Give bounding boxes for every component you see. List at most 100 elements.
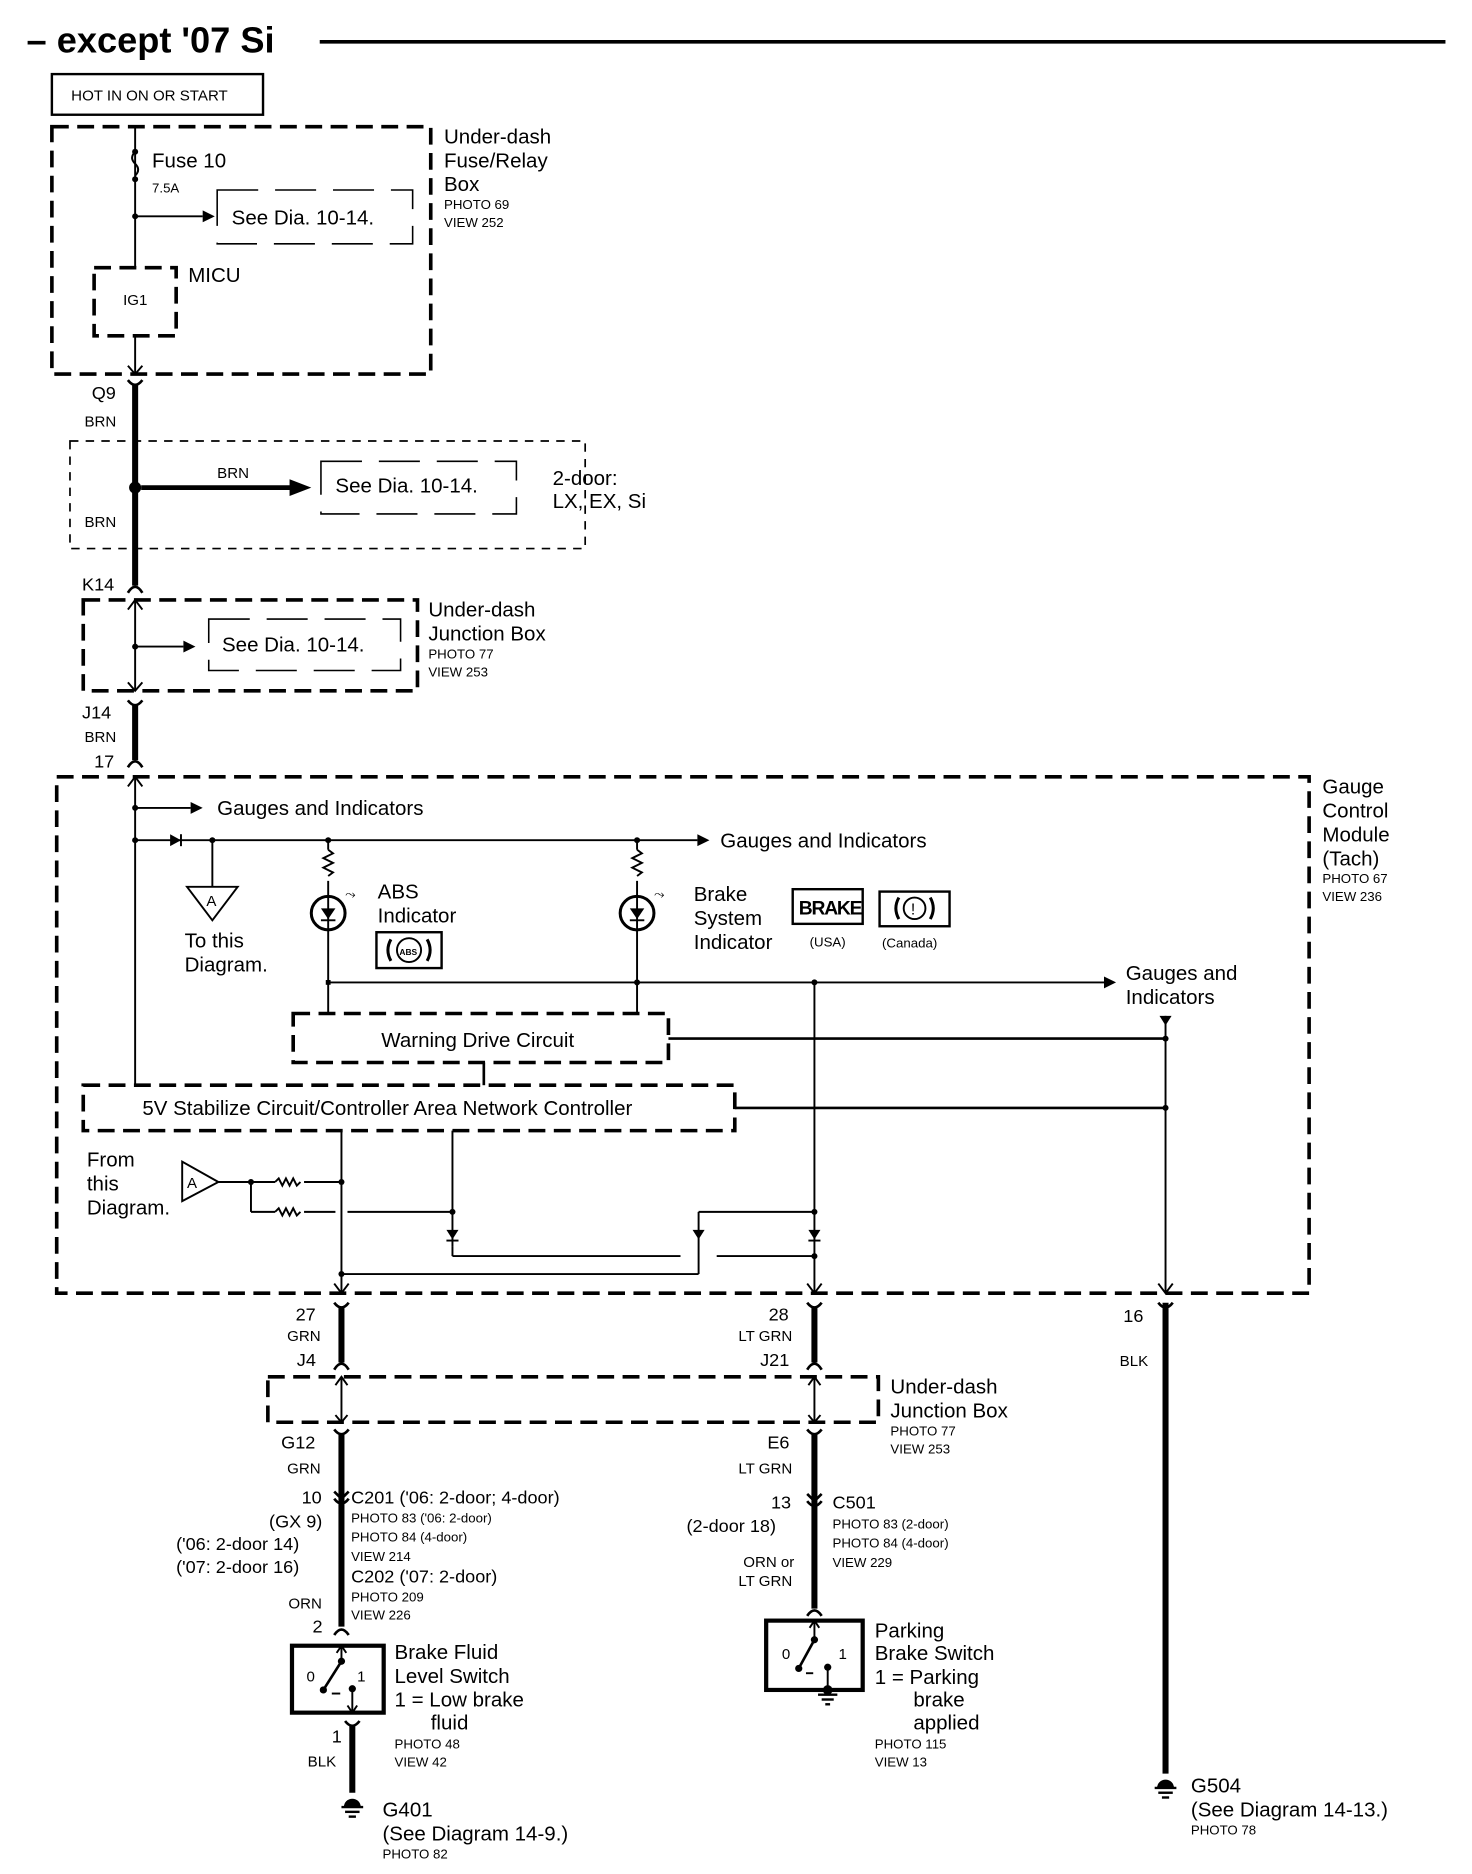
- svg-text:BLK: BLK: [1120, 1353, 1148, 1370]
- svg-text:Under-dash: Under-dash: [890, 1377, 997, 1399]
- svg-text:Level Switch: Level Switch: [395, 1666, 510, 1688]
- fuse-icon: [131, 151, 140, 177]
- junction-box-lower: Under-dash Junction Box PHOTO 77 VIEW 25…: [266, 1375, 1008, 1456]
- brake-fluid-level-switch: [289, 1643, 386, 1715]
- brake-canada-symbol-box: [878, 890, 951, 928]
- svg-text:!: !: [911, 901, 915, 918]
- svg-text:BRN: BRN: [84, 514, 116, 531]
- off-page-connector-icon: [181, 1160, 221, 1203]
- gauges-indicators-link-1: Gauges and Indicators: [217, 798, 423, 820]
- svg-text:(See Diagram 14-13.): (See Diagram 14-13.): [1191, 1800, 1388, 1822]
- svg-text:VIEW 253: VIEW 253: [890, 1441, 950, 1456]
- light-emission-icon: ⤳: [345, 887, 356, 902]
- svg-text:(USA): (USA): [810, 935, 846, 950]
- svg-text:Module: Module: [1322, 824, 1389, 846]
- splice-dot: [129, 481, 142, 494]
- variant-region: [69, 440, 587, 550]
- svg-text:BRN: BRN: [84, 414, 116, 431]
- svg-text:Gauges and: Gauges and: [1126, 963, 1238, 985]
- svg-text:VIEW 236: VIEW 236: [1322, 889, 1382, 904]
- svg-text:('06: 2-door 14): ('06: 2-door 14): [176, 1534, 299, 1554]
- svg-text:BRN: BRN: [217, 465, 249, 482]
- svg-text:VIEW 13: VIEW 13: [875, 1754, 927, 1769]
- svg-text:Under-dash: Under-dash: [444, 126, 551, 148]
- svg-text:ORN or: ORN or: [743, 1554, 794, 1571]
- svg-text:Indicator: Indicator: [694, 932, 773, 954]
- ground-icon: [818, 1685, 838, 1706]
- see-ref-link[interactable]: See Dia. 10-14.: [222, 634, 364, 656]
- svg-text:BRN: BRN: [84, 729, 116, 746]
- title-text: – except '07 Si: [27, 20, 275, 61]
- svg-text:Brake Switch: Brake Switch: [875, 1643, 995, 1665]
- ground-icon: [1154, 1779, 1177, 1799]
- section-title: – except '07 Si: [27, 20, 1446, 61]
- svg-text:1 = Low brake: 1 = Low brake: [395, 1690, 524, 1712]
- power-source-label: HOT IN ON OR START: [50, 72, 265, 116]
- svg-text:(Canada): (Canada): [882, 936, 937, 951]
- svg-text:PHOTO 115: PHOTO 115: [875, 1737, 947, 1752]
- harness-lt-grn: LT GRN J21: [738, 1301, 823, 1371]
- svg-text:(Tach): (Tach): [1322, 848, 1379, 870]
- svg-text:Diagram.: Diagram.: [87, 1197, 170, 1219]
- connector-icon: [126, 379, 144, 387]
- module-output-pins: 27 28 16: [296, 1305, 1144, 1326]
- resistor-icon: [274, 1206, 302, 1218]
- svg-text:Brake: Brake: [694, 884, 748, 906]
- svg-text:System: System: [694, 908, 762, 930]
- svg-text:(See Diagram 14-9.): (See Diagram 14-9.): [382, 1824, 568, 1846]
- svg-text:A: A: [187, 1175, 197, 1192]
- svg-text:this: this: [87, 1173, 119, 1195]
- svg-text:LX, EX, Si: LX, EX, Si: [553, 491, 646, 513]
- svg-text:Box: Box: [444, 174, 479, 196]
- svg-text:1: 1: [839, 1646, 847, 1663]
- fuse-rating: 7.5A: [152, 180, 179, 195]
- svg-text:Control: Control: [1322, 801, 1388, 823]
- brake-fluid-circuit: G12 GRN 10 C201 ('06: 2-door; 4-door) (G…: [176, 1428, 568, 1862]
- warning-drive-circuit: Warning Drive Circuit: [381, 1030, 574, 1052]
- brake-warning-icon: [902, 896, 927, 921]
- connector-j21: J21: [760, 1350, 789, 1370]
- svg-text:0: 0: [306, 1669, 314, 1686]
- svg-text:PHOTO 84 (4-door): PHOTO 84 (4-door): [351, 1530, 467, 1545]
- see-ref-link[interactable]: See Dia. 10-14.: [232, 208, 374, 230]
- see-ref-link[interactable]: See Dia. 10-14.: [335, 475, 477, 497]
- abs-symbol-box: [375, 931, 443, 970]
- can-controller: 5V Stabilize Circuit/Controller Area Net…: [142, 1098, 632, 1120]
- diode-icon: [692, 1229, 705, 1240]
- svg-text:PHOTO 82: PHOTO 82: [382, 1847, 447, 1862]
- svg-text:Fuse/Relay: Fuse/Relay: [444, 150, 548, 172]
- svg-text:PHOTO 77: PHOTO 77: [428, 647, 493, 662]
- svg-text:Under-dash: Under-dash: [428, 600, 535, 622]
- svg-text:VIEW 252: VIEW 252: [444, 215, 504, 230]
- ground-g504: G504: [1191, 1776, 1241, 1798]
- connector-j4: J4: [297, 1350, 316, 1370]
- connector-g12: G12: [281, 1433, 315, 1453]
- upper-harness: Q9 BRN BRN See Dia. 10-14. BRN 2-door: L…: [69, 379, 646, 594]
- svg-text:1: 1: [332, 1727, 342, 1747]
- svg-text:fluid: fluid: [431, 1712, 469, 1734]
- svg-text:PHOTO 48: PHOTO 48: [395, 1737, 460, 1752]
- svg-text:PHOTO 83 (2-door): PHOTO 83 (2-door): [833, 1517, 949, 1532]
- ground-g401: G401: [382, 1800, 432, 1822]
- svg-text:VIEW 229: VIEW 229: [833, 1555, 893, 1570]
- svg-text:Indicator: Indicator: [378, 906, 457, 928]
- svg-text:PHOTO 209: PHOTO 209: [351, 1590, 424, 1605]
- svg-text:2-door:: 2-door:: [553, 468, 618, 490]
- arrow-icon: [202, 210, 215, 223]
- fuse-name: Fuse 10: [152, 150, 226, 172]
- resistor-icon: [630, 848, 645, 877]
- fuse-relay-box: Fuse 10 7.5A See Dia. 10-14. Under-dash …: [50, 124, 551, 376]
- off-page-connector-icon: [185, 885, 240, 922]
- svg-text:13: 13: [771, 1492, 791, 1512]
- svg-text:27: 27: [296, 1305, 316, 1325]
- gauge-control-module: Gauge Control Module (Tach) PHOTO 67 VIE…: [54, 775, 1390, 1295]
- arrow-icon: [289, 479, 312, 496]
- light-emission-icon: ⤳: [654, 887, 665, 902]
- svg-text:A: A: [206, 893, 216, 910]
- svg-text:(GX 9): (GX 9): [269, 1511, 322, 1531]
- svg-text:HOT IN ON OR START: HOT IN ON OR START: [71, 87, 228, 104]
- connector-q9: Q9: [92, 383, 116, 403]
- gauges-indicators-link-2: Gauges and Indicators: [720, 830, 926, 852]
- svg-text:28: 28: [769, 1305, 789, 1325]
